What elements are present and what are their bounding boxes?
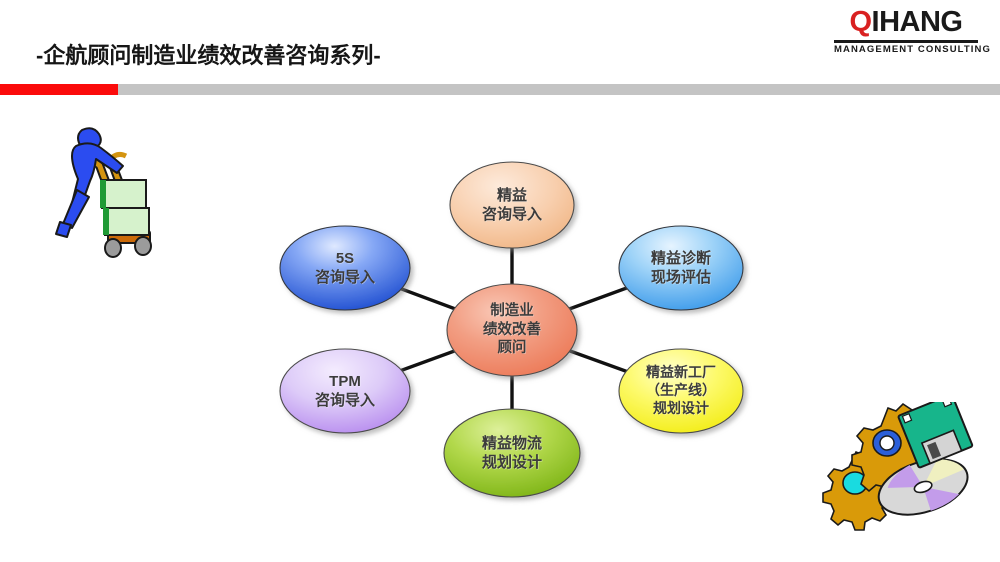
floppy-disk-icon — [897, 393, 974, 469]
hand-truck-icon — [93, 152, 152, 258]
worker-pushing-hand-truck-illustration — [52, 118, 164, 273]
node-lean-logistics — [443, 408, 581, 498]
compact-disc-icon — [877, 458, 969, 516]
node-center — [446, 283, 578, 377]
node-lean-consulting — [449, 161, 575, 249]
header-divider-accent — [0, 84, 118, 95]
worker-silhouette-icon — [55, 127, 124, 238]
logo-wordmark: QIHANG — [834, 8, 978, 37]
logo-brand-initial: Q — [849, 6, 872, 38]
node-5s-consulting — [279, 225, 411, 311]
gears-floppy-cd-illustration — [812, 393, 988, 547]
logo-brand-rest: IHANG — [871, 6, 963, 38]
node-tpm-consulting — [279, 348, 411, 434]
page-title: -企航顾问制造业绩效改善咨询系列- — [36, 43, 381, 68]
logo-divider-rule — [834, 40, 978, 43]
header-divider-bar — [0, 84, 1000, 95]
company-logo: QIHANG MANAGEMENT CONSULTING — [834, 8, 991, 55]
node-lean-diagnosis — [618, 225, 744, 311]
node-new-factory-planning — [618, 348, 744, 434]
logo-tagline: MANAGEMENT CONSULTING — [834, 44, 991, 55]
